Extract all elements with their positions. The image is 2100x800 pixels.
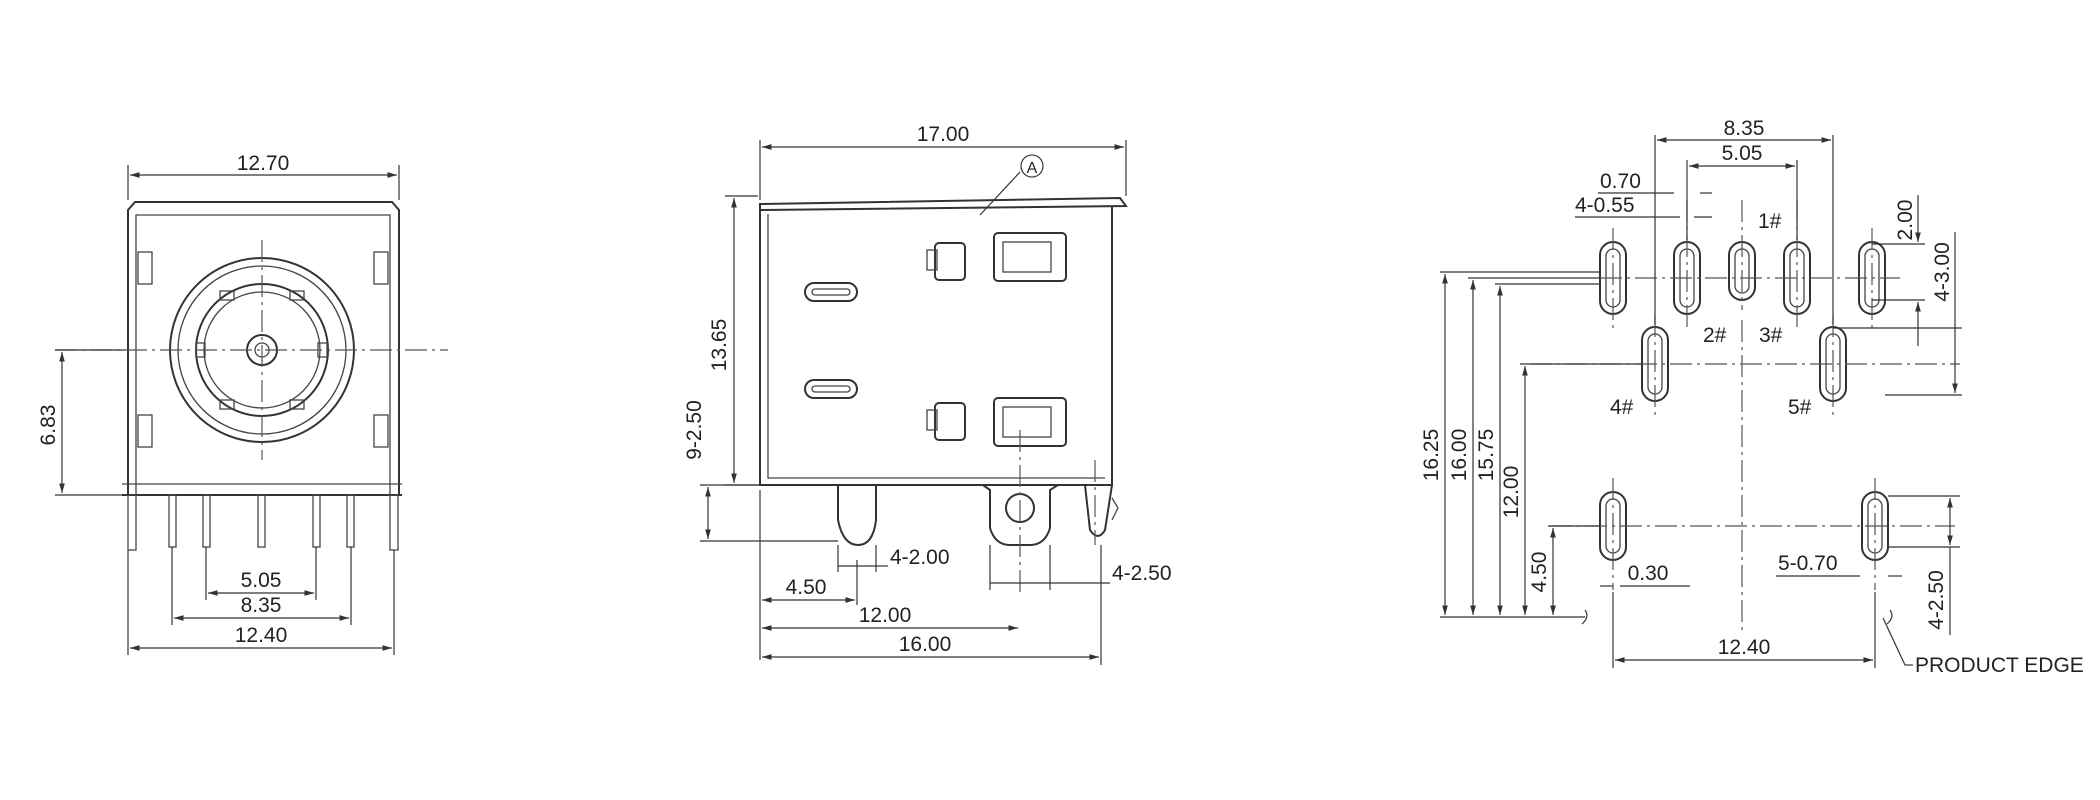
side-height: 13.65 xyxy=(708,319,731,372)
dim-4-50: 4.50 xyxy=(1528,552,1551,593)
post-width: 5-0.70 xyxy=(1778,552,1838,575)
slot-drill: 4-0.55 xyxy=(1575,194,1635,217)
callout-a: A xyxy=(1027,160,1038,177)
pitch-outer: 8.35 xyxy=(1724,117,1765,140)
gap: 0.30 xyxy=(1628,562,1669,585)
row-height: 2.00 xyxy=(1894,200,1917,241)
side-length-bottom: 16.00 xyxy=(899,633,952,656)
dim-16-25: 16.25 xyxy=(1420,429,1443,482)
span: 12.40 xyxy=(1718,636,1771,659)
pin-label-3: 3# xyxy=(1759,324,1783,347)
pin-label-1: 1# xyxy=(1758,210,1782,233)
front-width-bottom: 12.40 xyxy=(235,624,288,647)
front-height: 6.83 xyxy=(37,405,60,446)
pin-label-5: 5# xyxy=(1788,396,1812,419)
product-edge-label: PRODUCT EDGE xyxy=(1915,654,2084,677)
front-width-top: 12.70 xyxy=(237,152,290,175)
front-pin-spacing-outer: 8.35 xyxy=(241,594,282,617)
post-length: 4-2.50 xyxy=(1925,570,1948,630)
front-pin-spacing-inner: 5.05 xyxy=(241,569,282,592)
dim-12-00: 12.00 xyxy=(1500,466,1523,519)
dim-15-75: 15.75 xyxy=(1475,429,1498,482)
pcb-footprint: 8.35 5.05 0.70 4-0.55 1# 2# 3# 4# 5# 2.0… xyxy=(1420,117,2084,677)
front-view: 12.70 6.83 5.05 8.35 12.40 xyxy=(37,152,448,655)
dim-16-00: 16.00 xyxy=(1448,429,1471,482)
tab-width-a: 4-2.00 xyxy=(890,546,950,569)
side-offset-a: 4.50 xyxy=(786,576,827,599)
pin-label-4: 4# xyxy=(1610,396,1634,419)
pin-label-2: 2# xyxy=(1703,324,1727,347)
side-view: A 17.00 13.65 9-2.50 4-2.00 xyxy=(683,123,1172,665)
shield-tab-size: 9-2.50 xyxy=(683,400,706,460)
slot-width: 0.70 xyxy=(1600,170,1641,193)
pitch-inner: 5.05 xyxy=(1722,142,1763,165)
pin-slot-length: 4-3.00 xyxy=(1931,242,1954,302)
side-offset-b: 12.00 xyxy=(859,604,912,627)
tab-width-b: 4-2.50 xyxy=(1112,562,1172,585)
side-length-top: 17.00 xyxy=(917,123,970,146)
